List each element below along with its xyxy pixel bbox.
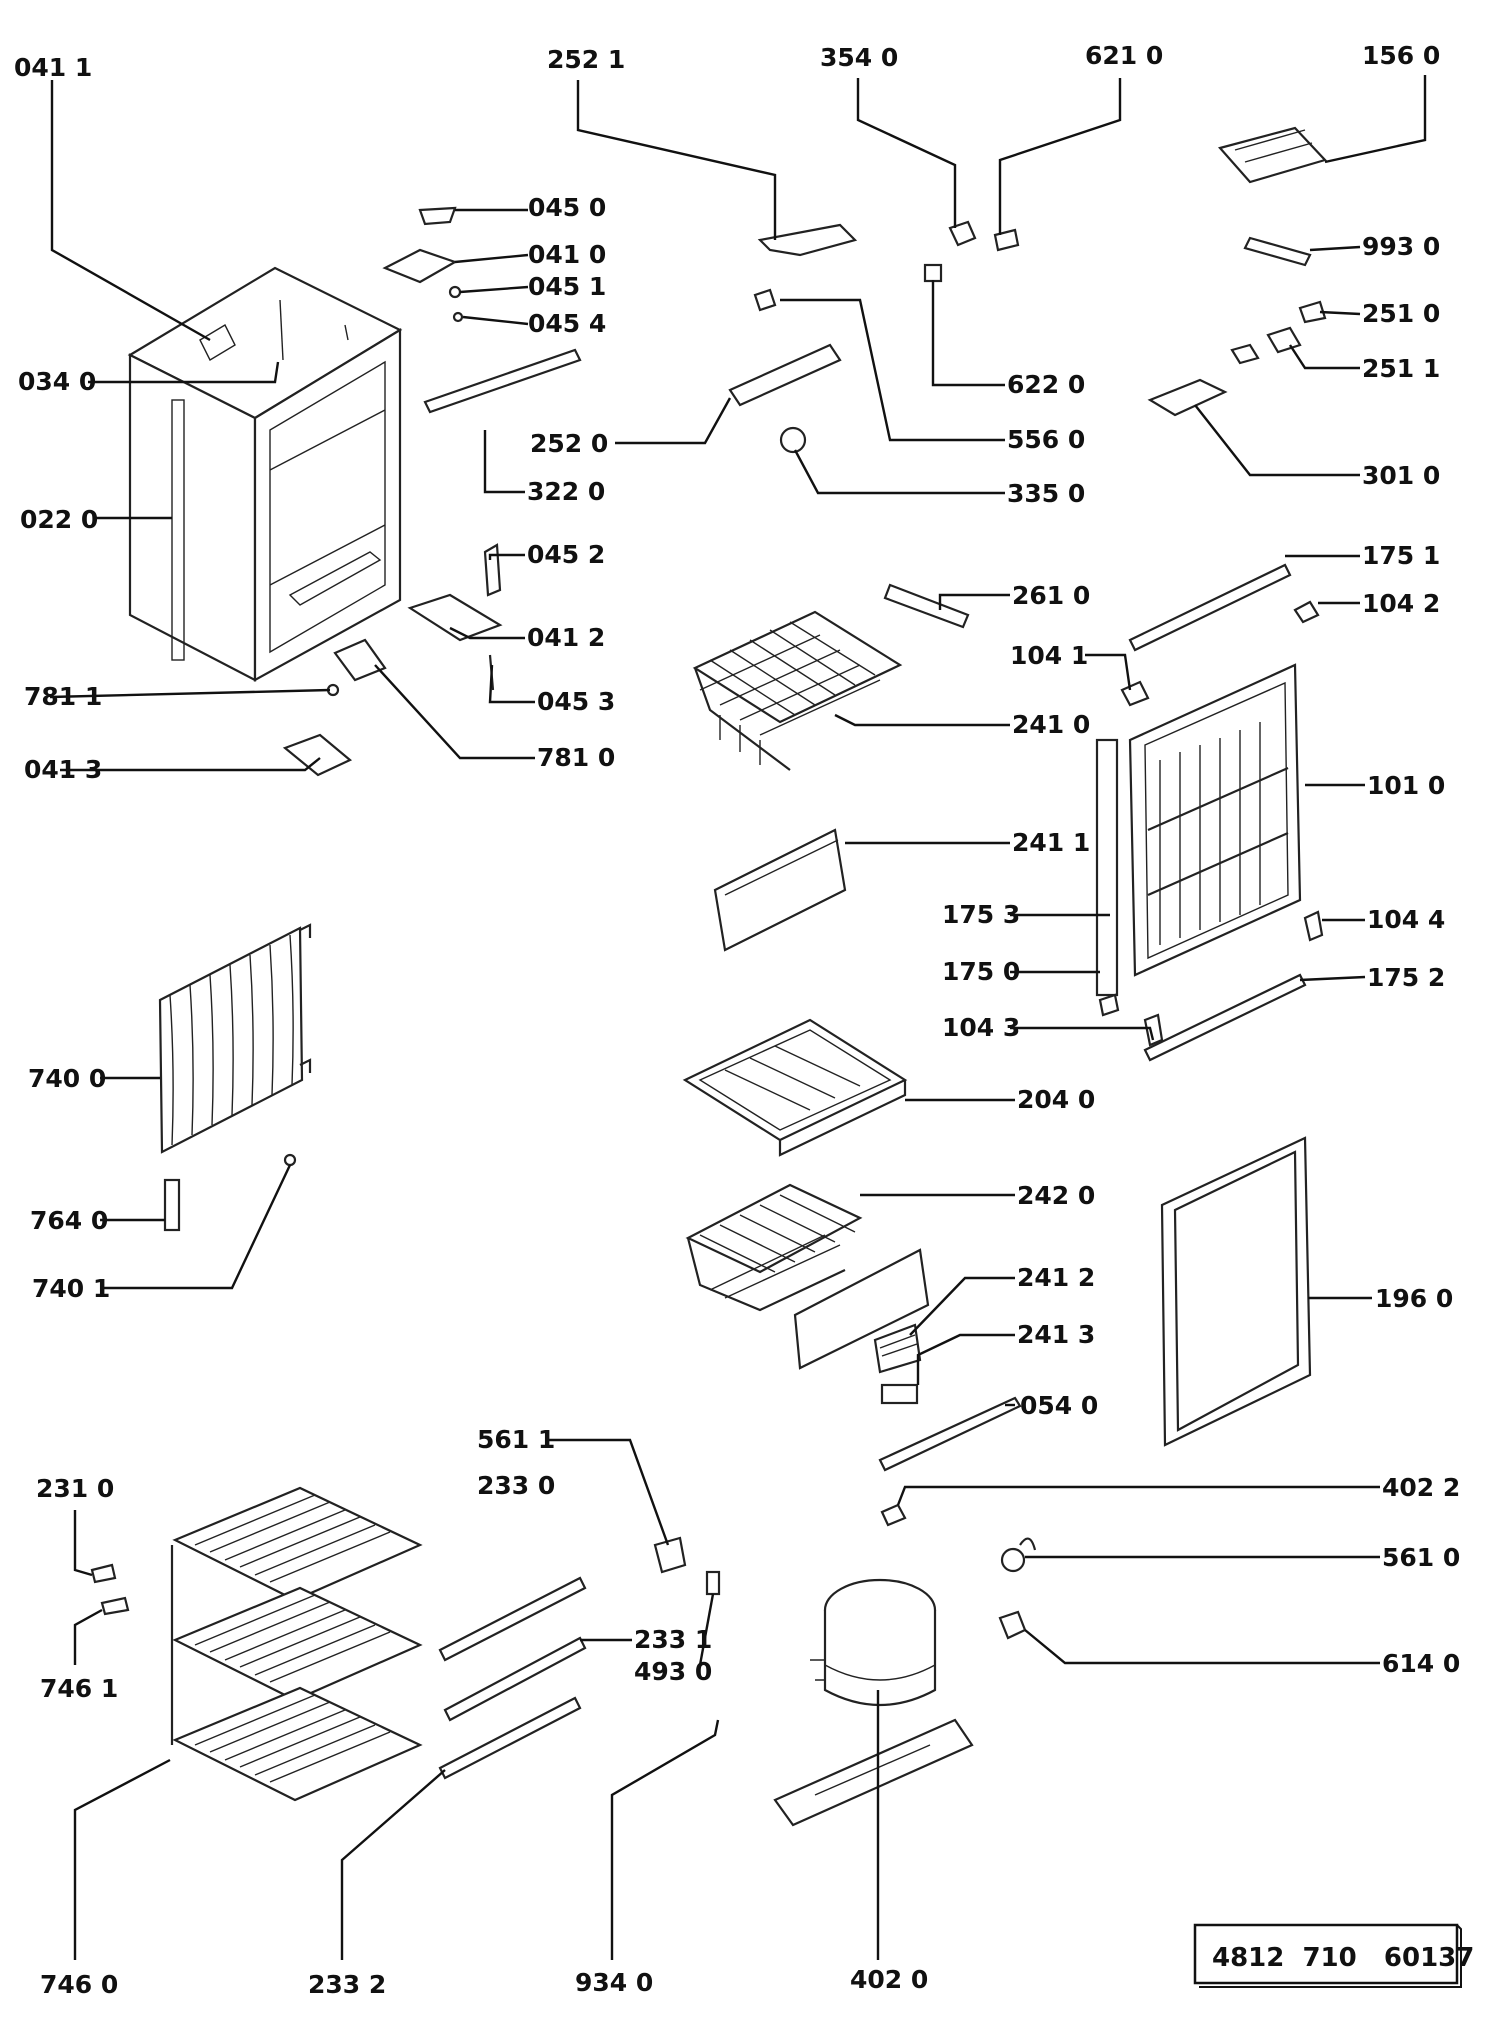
label-322-0: 322 0 (527, 477, 605, 506)
compressor-402-0 (773, 1578, 974, 1827)
label-241-1: 241 1 (1012, 828, 1090, 857)
label-041-1: 041 1 (14, 53, 92, 82)
label-054-0: 054 0 (1020, 1391, 1098, 1420)
label-934-0: 934 0 (575, 1968, 653, 1997)
crisper-parts (793, 1248, 1022, 1472)
label-175-2: 175 2 (1367, 963, 1445, 992)
evaporator-746-0 (90, 1486, 423, 1802)
label-045-4: 045 4 (528, 309, 606, 338)
label-781-1: 781 1 (24, 682, 102, 711)
label-041-2: 041 2 (527, 623, 605, 652)
label-561-1: 561 1 (477, 1425, 555, 1454)
label-252-1: 252 1 (547, 45, 625, 74)
electrical-small-parts (653, 1503, 1037, 1640)
wire-basket-241-0 (692, 610, 903, 771)
label-556-0: 556 0 (1007, 425, 1085, 454)
label-402-0: 402 0 (850, 1965, 928, 1994)
label-621-0: 621 0 (1085, 41, 1163, 70)
label-204-0: 204 0 (1017, 1085, 1095, 1114)
label-251-1: 251 1 (1362, 354, 1440, 383)
cabinet-body (127, 266, 403, 682)
label-335-0: 335 0 (1007, 479, 1085, 508)
label-231-0: 231 0 (36, 1474, 114, 1503)
document-code-box: 4812 710 60137 (1193, 1923, 1474, 1988)
label-614-0: 614 0 (1382, 1649, 1460, 1678)
label-233-1: 233 1 (634, 1625, 712, 1654)
label-104-2: 104 2 (1362, 589, 1440, 618)
label-746-0: 746 0 (40, 1970, 118, 1999)
label-251-0: 251 0 (1362, 299, 1440, 328)
label-104-3: 104 3 (942, 1013, 1020, 1042)
label-252-0: 252 0 (530, 429, 608, 458)
label-622-0: 622 0 (1007, 370, 1085, 399)
label-301-0: 301 0 (1362, 461, 1440, 490)
label-041-3: 041 3 (24, 755, 102, 784)
label-045-3: 045 3 (537, 687, 615, 716)
label-561-0: 561 0 (1382, 1543, 1460, 1572)
shelf-204-0 (682, 1018, 908, 1157)
label-104-4: 104 4 (1367, 905, 1445, 934)
label-196-0: 196 0 (1375, 1284, 1453, 1313)
label-175-0: 175 0 (942, 957, 1020, 986)
label-104-1: 104 1 (1010, 641, 1088, 670)
label-241-0: 241 0 (1012, 710, 1090, 739)
label-034-0: 034 0 (18, 367, 96, 396)
wire-basket-242-0 (685, 1183, 863, 1312)
label-740-1: 740 1 (32, 1274, 110, 1303)
label-402-2: 402 2 (1382, 1473, 1460, 1502)
door-hinges (883, 563, 1324, 1062)
door-gasket-196-0 (1160, 1136, 1312, 1447)
label-746-1: 746 1 (40, 1674, 118, 1703)
label-354-0: 354 0 (820, 43, 898, 72)
label-045-2: 045 2 (527, 540, 605, 569)
label-041-0: 041 0 (528, 240, 606, 269)
label-993-0: 993 0 (1362, 232, 1440, 261)
label-740-0: 740 0 (28, 1064, 106, 1093)
label-241-3: 241 3 (1017, 1320, 1095, 1349)
leader-lines (49, 75, 1427, 1960)
label-022-0: 022 0 (20, 505, 98, 534)
shelf-rails-233 (438, 1576, 587, 1780)
label-175-3: 175 3 (942, 900, 1020, 929)
top-small-parts (728, 126, 1328, 454)
label-241-2: 241 2 (1017, 1263, 1095, 1292)
condenser-740-0 (158, 923, 312, 1232)
part-labels: 041 1 252 1 354 0 621 0 156 0 045 0 041 … (14, 41, 1460, 1999)
label-493-0: 493 0 (634, 1657, 712, 1686)
label-045-0: 045 0 (528, 193, 606, 222)
label-101-0: 101 0 (1367, 771, 1445, 800)
label-156-0: 156 0 (1362, 41, 1440, 70)
label-233-2: 233 2 (308, 1970, 386, 1999)
label-781-0: 781 0 (537, 743, 615, 772)
label-175-1: 175 1 (1362, 541, 1440, 570)
crisper-front-241-1 (713, 828, 847, 952)
label-261-0: 261 0 (1012, 581, 1090, 610)
door-101-0 (1095, 663, 1302, 1017)
label-045-1: 045 1 (528, 272, 606, 301)
label-233-0: 233 0 (477, 1471, 555, 1500)
label-764-0: 764 0 (30, 1206, 108, 1235)
label-242-0: 242 0 (1017, 1181, 1095, 1210)
document-code: 4812 710 60137 (1212, 1943, 1474, 1973)
